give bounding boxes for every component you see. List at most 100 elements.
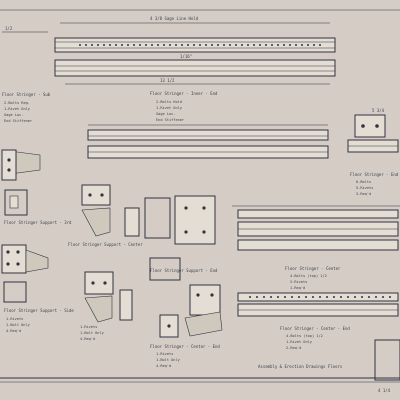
rivet-hole (271, 44, 273, 46)
rivet-hole (229, 44, 231, 46)
rivet-hole (277, 296, 279, 298)
rivet-hole (333, 296, 335, 298)
rivet-hole (340, 296, 342, 298)
center-left-details (81, 184, 216, 245)
rivet-hole (199, 44, 201, 46)
rivet-hole (313, 44, 315, 46)
rivet-hole (295, 44, 297, 46)
rivet-hole (97, 44, 99, 46)
rivet-hole (312, 296, 314, 298)
rivet-hole (326, 296, 328, 298)
rivet-hole (291, 296, 293, 298)
mid-title: Floor Stringer Support - Center (68, 242, 143, 247)
mid-title-2: Floor Stringer Support - End (150, 268, 218, 273)
rivet-hole (289, 44, 291, 46)
rivet-hole (115, 44, 117, 46)
rivet-hole (91, 44, 93, 46)
rivet-hole (265, 44, 267, 46)
rivet-hole (319, 44, 321, 46)
right-upper-detail (347, 114, 399, 153)
rivet-hole (354, 296, 356, 298)
top-left-n4: End Stiffener (4, 119, 33, 123)
left-title-2: Floor Stringer Support - Side (4, 308, 74, 313)
inner-stringer-title: Floor Stringer - Inner - End (150, 91, 218, 96)
center-n2: 2-Rivets (290, 280, 307, 284)
rivet-hole (368, 296, 370, 298)
right-n2: 5-Rivets (356, 186, 373, 190)
rivet-hole (389, 296, 391, 298)
rivet-hole (307, 44, 309, 46)
top-stringer-dim2: 1/16" (180, 54, 192, 59)
rivet-hole (133, 44, 135, 46)
inner-n1: 2-Bolts Hold (156, 100, 182, 104)
mid-2-n2: 1-Bolt Only (80, 331, 105, 335)
rivet-hole (347, 296, 349, 298)
rivet-hole (319, 296, 321, 298)
rivet-hole (277, 44, 279, 46)
rivet-hole (270, 296, 272, 298)
rivet-hole (163, 44, 165, 46)
rivet-hole (217, 44, 219, 46)
left-2-n1: 1-Rivets (6, 317, 23, 321)
bc-n1: 1-Rivets (156, 352, 173, 356)
title-block (374, 339, 400, 381)
inner-n2: 1-Rivet Only (156, 106, 183, 110)
left-title-1: Floor Stringer Support - 3rd (4, 220, 72, 225)
rivet-hole (235, 44, 237, 46)
rivet-hole (211, 44, 213, 46)
rivet-hole (193, 44, 195, 46)
left-detail-1 (1, 149, 41, 216)
rivet-hole (127, 44, 129, 46)
bc-n2: 1-Bolt Only (156, 358, 181, 362)
rivet-hole (284, 296, 286, 298)
footer-note: Assembly & Erection Drawings Floors (258, 364, 343, 369)
left-2-n2: 1-Bolt Only (6, 323, 31, 327)
top-left-note-1: 1/2 (5, 26, 13, 31)
top-left-title: Floor Stringer - Sub (2, 92, 51, 97)
rivet-hole (151, 44, 153, 46)
rivet-hole (382, 296, 384, 298)
bottom-n2: 1-Rivet Only (286, 340, 313, 344)
rivet-hole (109, 44, 111, 46)
bc-title: Floor Stringer - Center - End (150, 344, 220, 349)
corner-mark: 4 1/4 (378, 388, 391, 393)
right-mark: 5 3/4 (372, 108, 385, 113)
bottom-n1: 4-Bolts (top) 1/2 (286, 334, 323, 338)
rivet-hole (169, 44, 171, 46)
top-left-n2: 1-Rivet Only (4, 107, 31, 111)
top-left-n1: 2-Bolts Reg. (4, 101, 30, 105)
rivet-hole (103, 44, 105, 46)
rivet-hole (79, 44, 81, 46)
rivet-hole (301, 44, 303, 46)
rivet-hole (263, 296, 265, 298)
left-detail-2 (1, 244, 49, 303)
right-title: Floor Stringer - End (350, 172, 399, 177)
top-stringer-dim: 13 1/2 (160, 78, 175, 83)
rivet-hole (305, 296, 307, 298)
rivet-hole (223, 44, 225, 46)
bc-n3: 4-Req'd (156, 364, 171, 368)
rivet-hole (157, 44, 159, 46)
center-left-details-2 (84, 257, 221, 323)
inner-n3: Gage Loc. (156, 112, 175, 116)
rivet-hole (361, 296, 363, 298)
rivet-hole (283, 44, 285, 46)
rivet-hole (253, 44, 255, 46)
right-n3: 3-Req'd (356, 192, 371, 196)
rivet-hole (375, 296, 377, 298)
rivet-hole (241, 44, 243, 46)
mid-2-n3: 4-Req'd (80, 337, 95, 341)
center-n1: 4-Bolts (top) 1/2 (290, 274, 327, 278)
top-stringer: 13 1/2 1/16" (54, 37, 336, 85)
rivet-hole (85, 44, 87, 46)
rivet-hole (249, 296, 251, 298)
center-stringer (232, 205, 400, 251)
mid-2-n1: 1-Rivets (80, 325, 97, 329)
rivet-hole (175, 44, 177, 46)
bottom-title: Floor Stringer - Center - End (280, 326, 350, 331)
bottom-n3: 2-Req'd (286, 346, 301, 350)
rivet-hole (145, 44, 147, 46)
rivet-hole (139, 44, 141, 46)
